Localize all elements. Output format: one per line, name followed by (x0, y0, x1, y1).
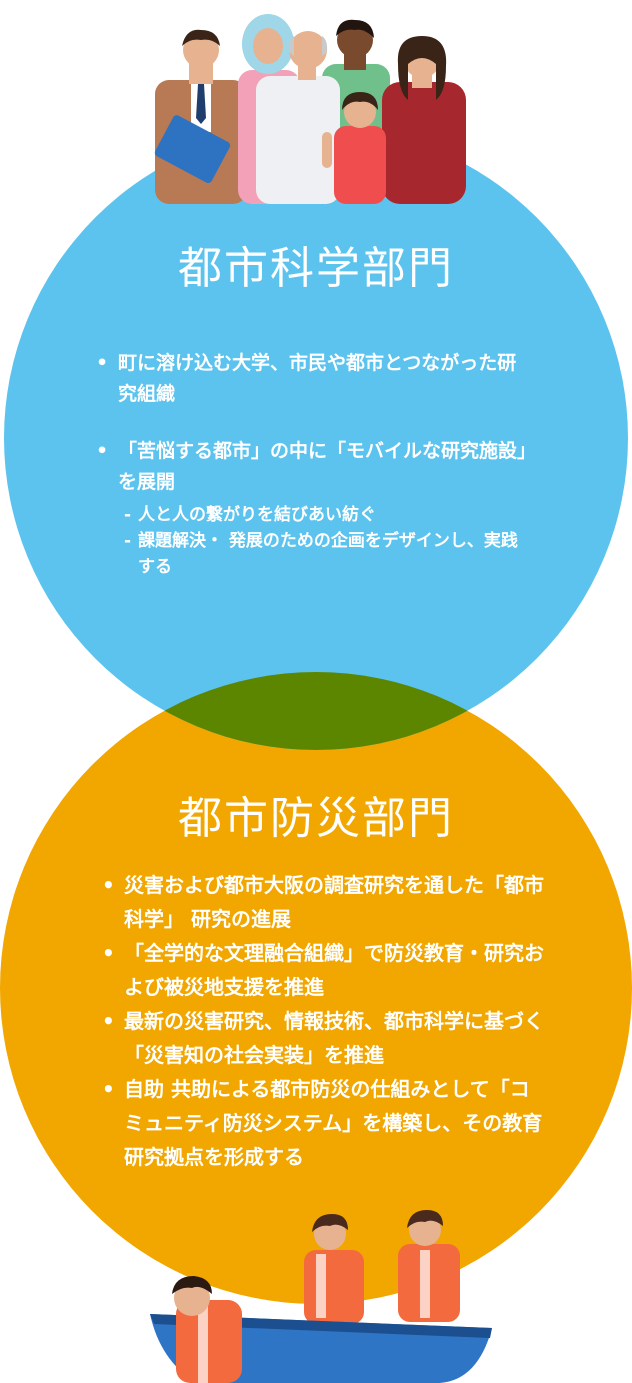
science-subbullet-2: 課題解決・ 発展のための企画をデザインし、実践する (124, 528, 528, 580)
science-bullet-2-text: 「苦悩する都市」の中に「モバイルな研究施設」を展開 (118, 440, 527, 493)
disaster-bullet-4: 自助 共助による都市防災の仕組みとして「コミュニティ防災システム」を構築し、その… (102, 1072, 544, 1174)
disaster-title: 都市防災部門 (178, 793, 454, 844)
disaster-bullet-list: 災害および都市大阪の調査研究を通した「都市科学」 研究の進展 「全学的な文理融合… (102, 868, 544, 1174)
science-bullet-2: 「苦悩する都市」の中に「モバイルな研究施設」を展開 人と人の繋がりを結びあい紡ぐ… (96, 436, 528, 580)
disaster-bullet-1: 災害および都市大阪の調査研究を通した「都市科学」 研究の進展 (102, 868, 544, 936)
science-bullet-1-text: 町に溶け込む大学、市民や都市とつながった研究組織 (118, 352, 517, 405)
science-bullet-1: 町に溶け込む大学、市民や都市とつながった研究組織 (96, 348, 528, 410)
people-group-illustration (154, 14, 466, 204)
rescue-boat-illustration (150, 1210, 492, 1383)
science-subbullet-1: 人と人の繋がりを結びあい紡ぐ (124, 502, 528, 528)
science-subbullet-list: 人と人の繋がりを結びあい紡ぐ 課題解決・ 発展のための企画をデザインし、実践する (124, 502, 528, 580)
disaster-bullet-2: 「全学的な文理融合組織」で防災教育・研究および被災地支援を推進 (102, 936, 544, 1004)
science-bullet-list: 町に溶け込む大学、市民や都市とつながった研究組織 「苦悩する都市」の中に「モバイ… (96, 348, 528, 580)
disaster-bullet-3: 最新の災害研究、情報技術、都市科学に基づく「災害知の社会実装」を推進 (102, 1004, 544, 1072)
science-title: 都市科学部門 (178, 243, 454, 294)
